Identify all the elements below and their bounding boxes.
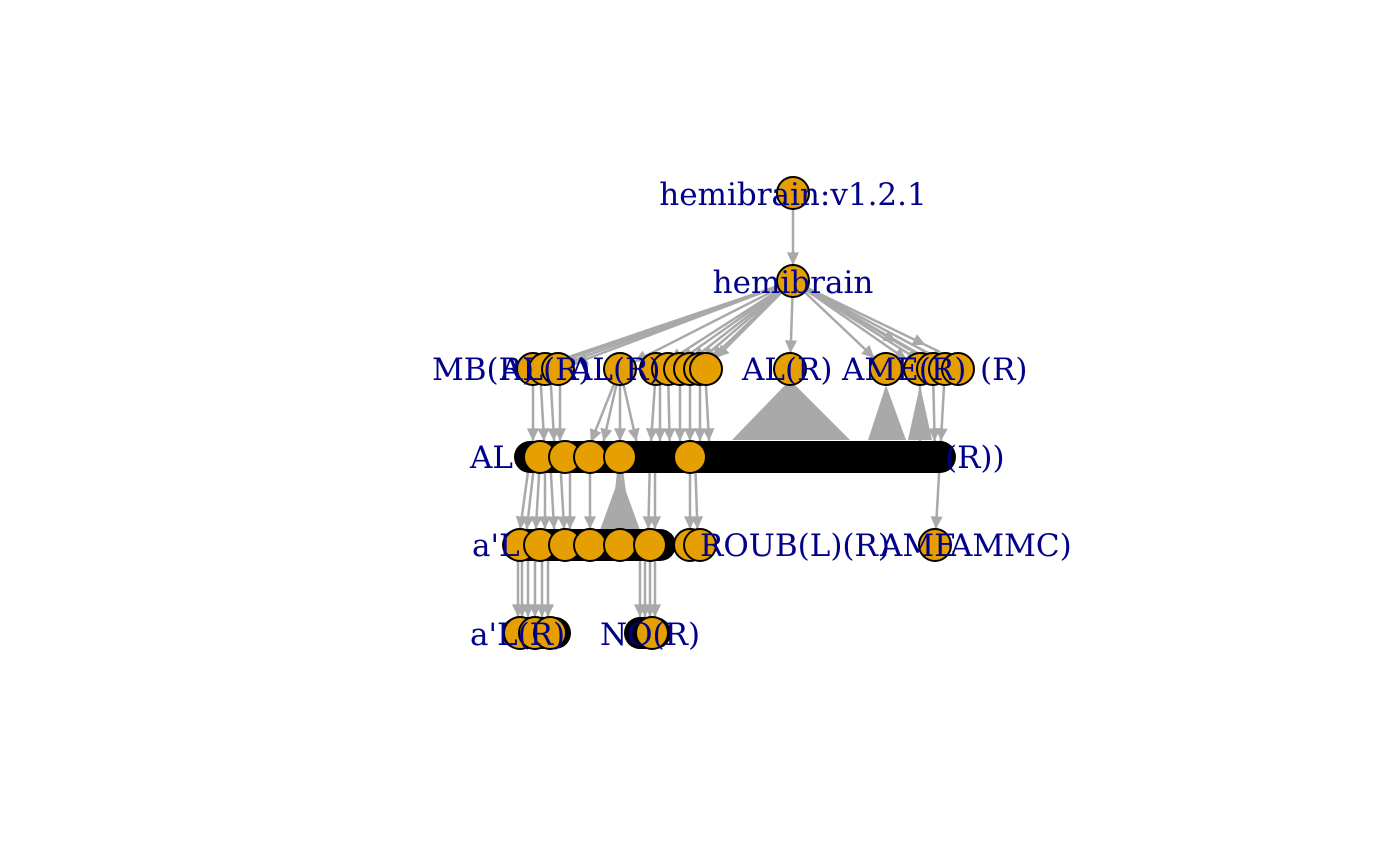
level2-label-left-overlap-2: AL(R) — [569, 352, 661, 388]
edge-arrowhead — [935, 428, 948, 442]
edge-arrowhead — [600, 427, 613, 442]
edge-arrowhead — [690, 516, 704, 530]
level2-node — [603, 352, 637, 386]
edge-arrowhead — [530, 516, 543, 530]
labels-layer: hemibrain:v1.2.1 hemibrain MB(R) AL(R) A… — [432, 177, 1072, 653]
level5-label-left: a'L(R) — [470, 617, 565, 653]
level5-label-mid: NO(R) — [600, 617, 700, 653]
level2-label-right: AME(R) — [841, 352, 966, 388]
edge-arrowhead — [648, 604, 662, 617]
dense-edge-bands — [600, 380, 932, 530]
level4-label-far-right: AMMC) — [949, 528, 1072, 564]
edge-band-al — [732, 380, 850, 440]
hemibrain-node-label: hemibrain — [713, 265, 874, 301]
level3-node — [573, 440, 607, 474]
level3-node — [603, 440, 637, 474]
edge-arrowhead — [547, 516, 560, 530]
edge-arrowhead — [627, 427, 640, 442]
edge-arrowhead — [553, 428, 567, 441]
root-node — [776, 176, 810, 210]
edge-band-ame — [868, 385, 906, 440]
edge-arrowhead — [563, 516, 577, 529]
edge-arrowhead — [522, 515, 535, 530]
edge-band-right — [908, 385, 932, 440]
edge-arrowhead — [648, 516, 662, 529]
edge-arrowhead — [673, 428, 687, 441]
edge-hemibrain-child — [559, 279, 794, 371]
root-node-label: hemibrain:v1.2.1 — [659, 177, 926, 213]
level5-node — [635, 616, 669, 650]
level4-node — [683, 528, 717, 562]
edge-arrowhead — [526, 428, 540, 441]
edge-arrowhead — [538, 516, 552, 529]
level2-label-left-overlap: AL(R) — [499, 352, 591, 388]
level4-label-mid: ROUB(L)(R) — [700, 528, 890, 564]
level2-node — [941, 352, 975, 386]
level2-node — [773, 352, 807, 386]
edge-arrowhead — [693, 428, 707, 441]
edge-arrowhead — [786, 252, 800, 265]
level2-node — [689, 352, 723, 386]
edge-arrowhead — [683, 428, 697, 441]
level2-node — [541, 352, 575, 386]
edge-arrowhead — [930, 516, 943, 530]
edge-arrowhead — [784, 340, 798, 354]
edge-arrowhead — [861, 344, 875, 359]
level4-node — [603, 528, 637, 562]
level2-label-mid: AL(R) — [741, 352, 833, 388]
level5-node — [533, 616, 567, 650]
edge-band-mid — [600, 475, 640, 530]
edge-arrowhead — [541, 604, 555, 617]
level2-label-left: MB(R) — [432, 352, 534, 388]
edge-arrowhead — [653, 428, 667, 441]
edge-arrowhead — [537, 428, 550, 442]
edge-arrowhead — [589, 428, 602, 443]
level3-label-left: AL — [469, 440, 513, 476]
level2-node — [869, 352, 903, 386]
nodes-layer — [502, 176, 975, 650]
level4-node — [633, 528, 667, 562]
edge-arrowhead — [882, 330, 897, 342]
edge-arrowhead — [613, 428, 627, 441]
edge-arrowhead — [663, 428, 676, 442]
edge-arrowhead — [716, 344, 730, 358]
level4-label-right: AME — [879, 528, 957, 564]
edge-arrowhead — [583, 516, 597, 529]
edge-arrowhead — [911, 334, 926, 346]
level2-label-far-right: (R) — [980, 352, 1028, 388]
level4-label-left: a'L — [472, 528, 520, 564]
edge-arrowhead — [645, 428, 659, 442]
level4-node — [573, 528, 607, 562]
level3-node — [673, 440, 707, 474]
level4-node-ammc — [918, 528, 952, 562]
edge-arrowhead — [574, 353, 589, 365]
edge-arrowhead — [702, 428, 715, 442]
level3-label-far-right: (R)) — [945, 440, 1005, 476]
hemibrain-node — [776, 264, 810, 298]
